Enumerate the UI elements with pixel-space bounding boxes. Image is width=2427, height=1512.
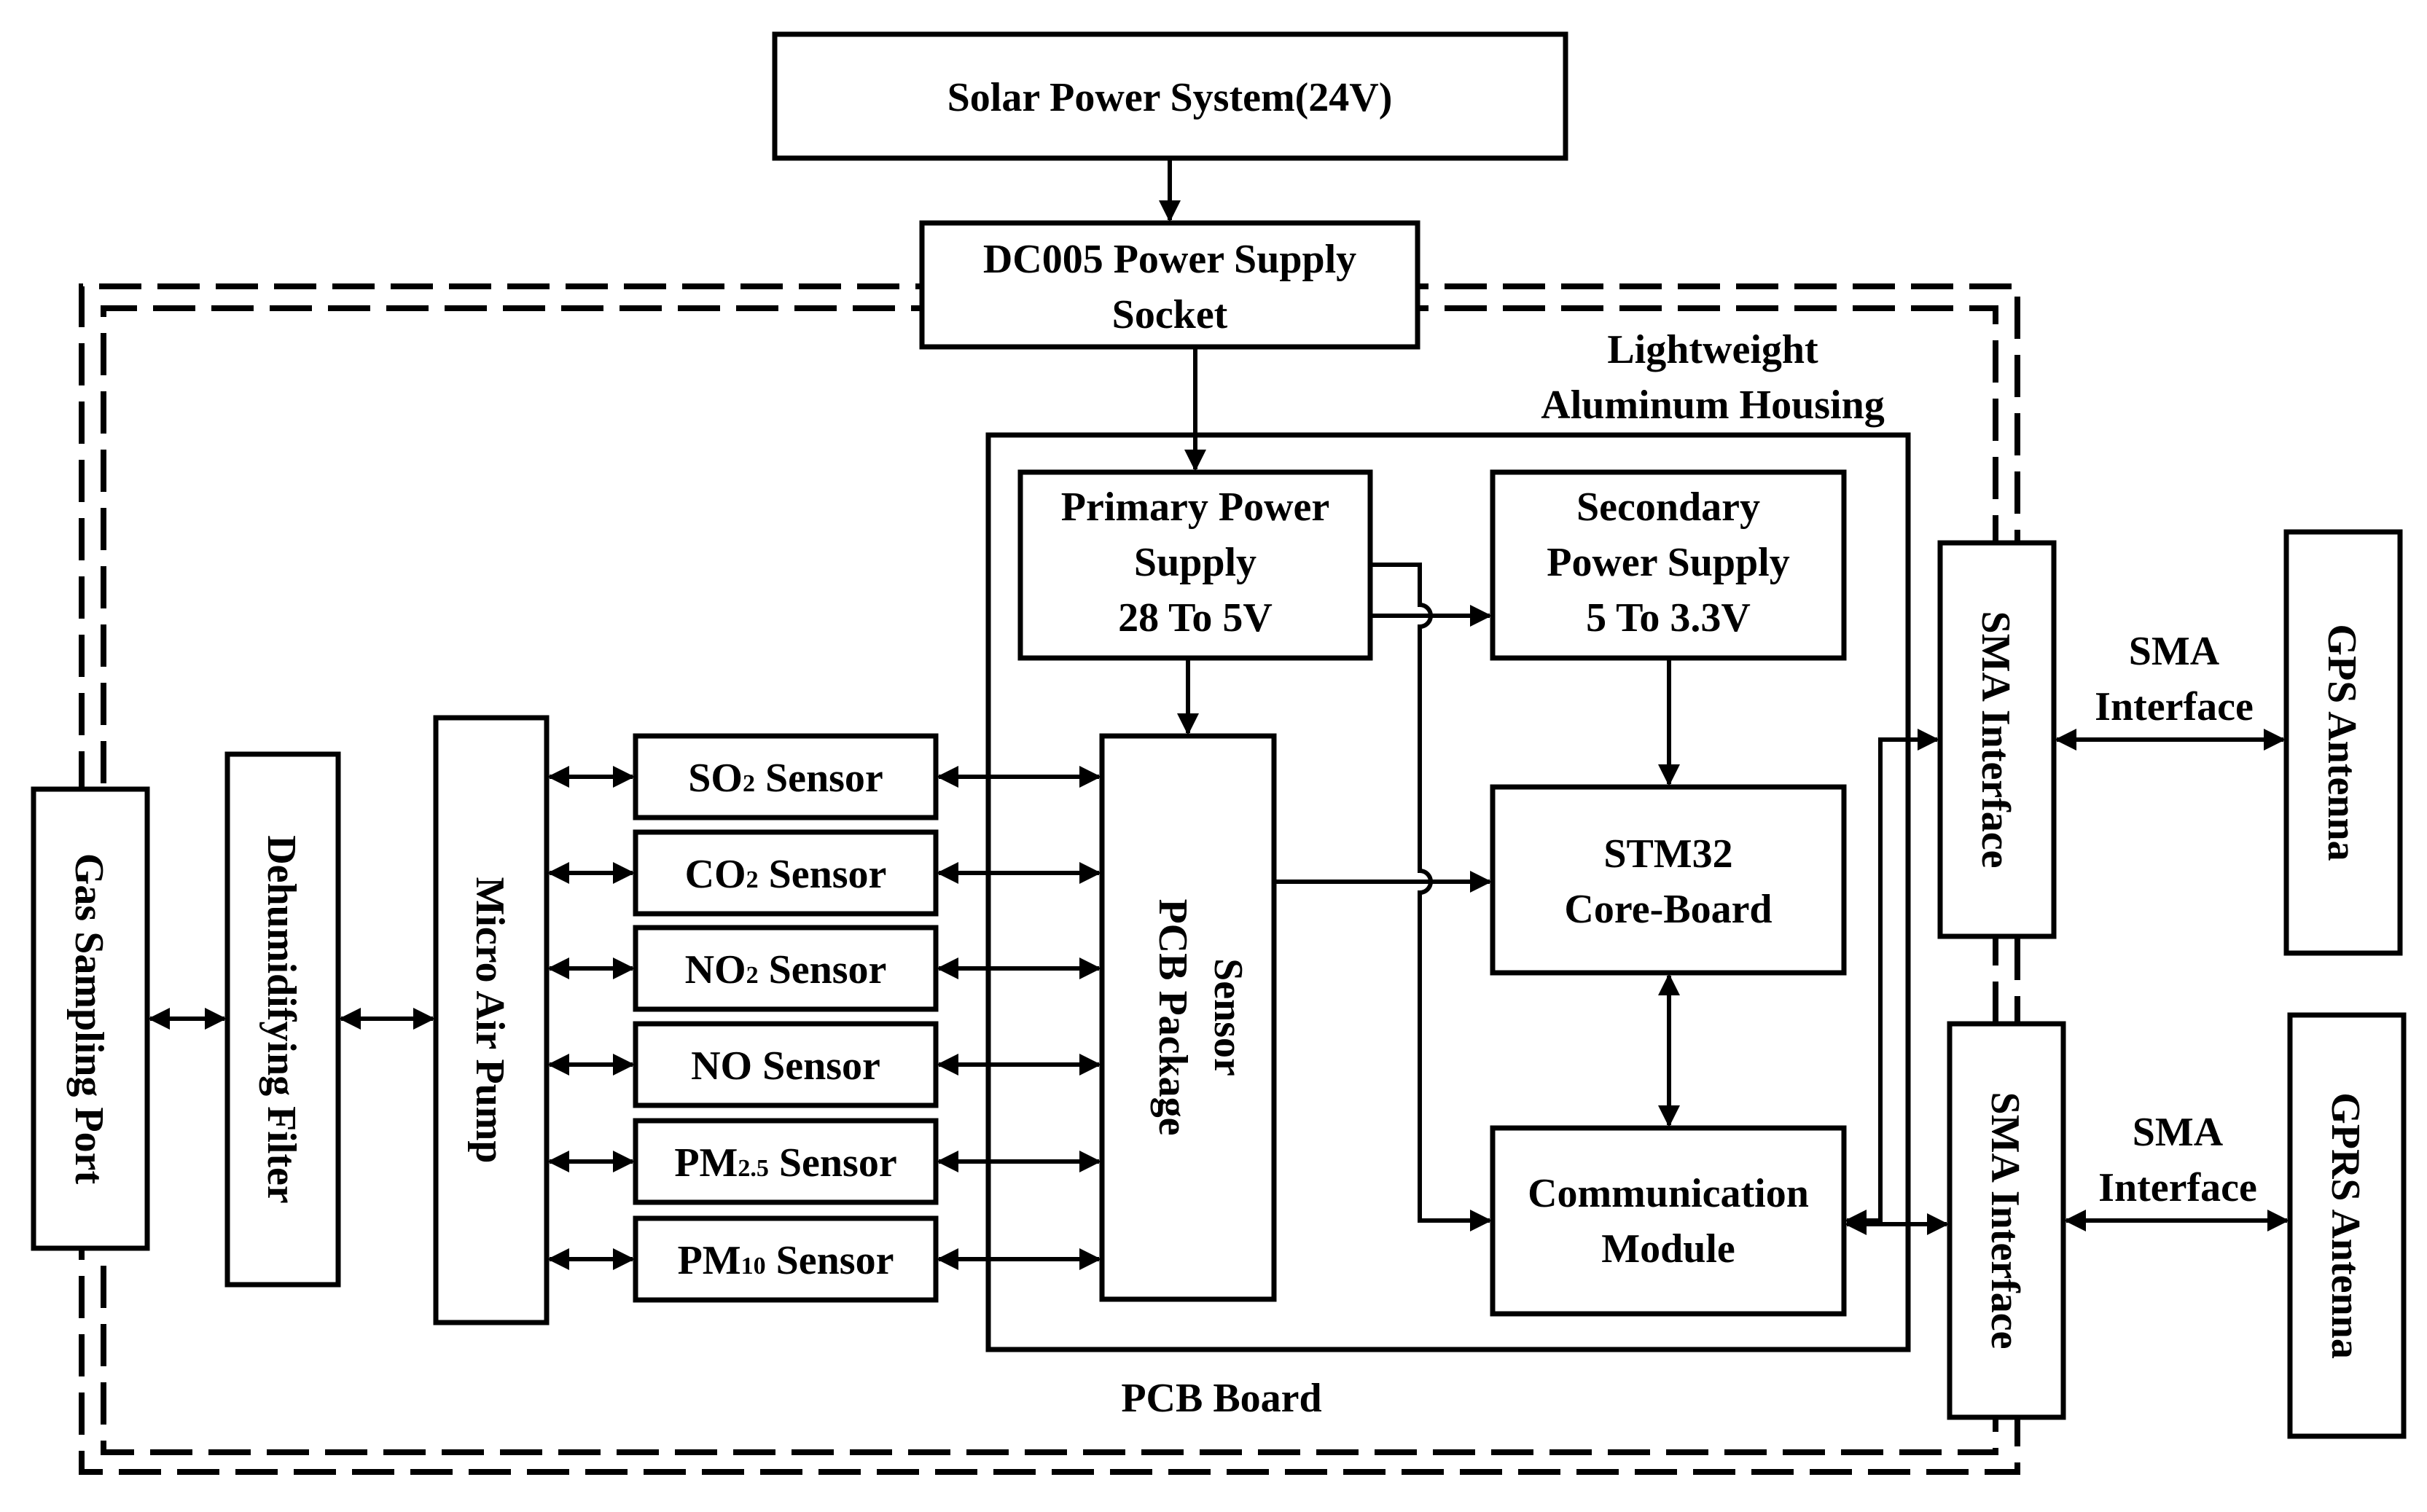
- gps-antenna-label: GPS Antenna: [2319, 624, 2364, 861]
- communication-module-box: [1490, 1125, 1847, 1317]
- primary-power-line3: 28 To 5V: [1118, 595, 1273, 641]
- comm-module-line2: Module: [1601, 1226, 1735, 1272]
- primary-power-line2: Supply: [1134, 540, 1257, 585]
- sensor-label-so2: SO2 Sensor: [688, 756, 883, 801]
- sensor-label-no2: NO2 Sensor: [685, 947, 887, 992]
- sensor-box-co2: [633, 829, 939, 917]
- gps-antenna-box: [2283, 529, 2403, 956]
- sma-interface-bottom-box: [1947, 1021, 2066, 1420]
- sensor-package-line1: Sensor: [1205, 958, 1251, 1076]
- primary-to-comm-feed: [1370, 563, 1492, 1231]
- sma-interface-top-box: [1937, 540, 2057, 939]
- dc005-label-line2: Socket: [1112, 292, 1228, 337]
- secondary-power-line1: Secondary: [1576, 485, 1760, 530]
- sensor-label-co2: CO2 Sensor: [685, 852, 887, 897]
- sma-label-top-line2: Interface: [2095, 684, 2254, 729]
- sma-label-bottom-line1: SMA: [2133, 1110, 2224, 1155]
- sensor-label-pm10: PM10 Sensor: [678, 1238, 894, 1283]
- sensor-package-arrows: [937, 766, 1101, 1270]
- sensor-pcb-package-box: [1099, 733, 1277, 1302]
- pcb-board-outline: [79, 283, 2020, 1475]
- sma-interface-bottom-label: SMA Interface: [1982, 1092, 2028, 1349]
- pump-sensor-arrows: [547, 766, 635, 1270]
- sensor-box-pm10: [633, 1215, 939, 1303]
- gas-sampling-port-label: Gas Sampling Port: [66, 853, 112, 1185]
- sensor-box-no2: [633, 925, 939, 1012]
- sensor-label-no: NO Sensor: [691, 1043, 880, 1089]
- gprs-antenna-box: [2287, 1012, 2407, 1439]
- housing-label-line1: Lightweight: [1607, 327, 1818, 372]
- dehumidifying-filter-label: Dehumidifying Filter: [259, 835, 304, 1204]
- stm32-box: [1490, 784, 1847, 976]
- stm32-line2: Core-Board: [1564, 887, 1772, 932]
- dc005-label-line1: DC005 Power Supply: [983, 237, 1356, 282]
- housing-label-line2: Aluminum Housing: [1541, 383, 1885, 428]
- sensor-label-pm25: PM2.5 Sensor: [674, 1140, 896, 1186]
- sensor-box-pm25: [633, 1118, 939, 1205]
- dc005-socket-box: [919, 220, 1420, 350]
- box-labels: Solar Power System(24V) DC005 Power Supp…: [947, 75, 2257, 1421]
- solar-power-label: Solar Power System(24V): [947, 75, 1393, 120]
- pcb-board-label: PCB Board: [1121, 1376, 1321, 1421]
- comm-module-line1: Communication: [1528, 1171, 1809, 1216]
- sensor-labels: SO2 Sensor CO2 Sensor NO2 Sensor NO Sens…: [674, 756, 896, 1283]
- stm32-line1: STM32: [1603, 831, 1732, 877]
- primary-power-line1: Primary Power: [1061, 485, 1329, 530]
- gprs-antenna-label: GPRS Antenna: [2323, 1092, 2368, 1359]
- sma-label-top-line1: SMA: [2129, 629, 2220, 674]
- sensor-package-line2: PCB Package: [1150, 898, 1195, 1135]
- micro-air-pump-box: [433, 715, 550, 1325]
- connectors: [148, 158, 2289, 1270]
- sensor-box-so2: [633, 733, 939, 820]
- secondary-power-box: [1490, 469, 1847, 661]
- secondary-power-line3: 5 To 3.3V: [1586, 595, 1751, 641]
- dehumidifying-filter-box: [224, 751, 341, 1288]
- sma-label-bottom-line2: Interface: [2098, 1165, 2257, 1210]
- sensor-boxes: [633, 733, 939, 1303]
- sensor-box-no: [633, 1021, 939, 1108]
- secondary-power-line2: Power Supply: [1547, 540, 1789, 585]
- gas-sampling-port-box: [31, 786, 150, 1251]
- rotated-labels: Sensor PCB Package Micro Air Pump Dehumi…: [66, 611, 2368, 1358]
- micro-air-pump-label: Micro Air Pump: [467, 877, 512, 1163]
- sma-interface-top-label: SMA Interface: [1973, 611, 2018, 868]
